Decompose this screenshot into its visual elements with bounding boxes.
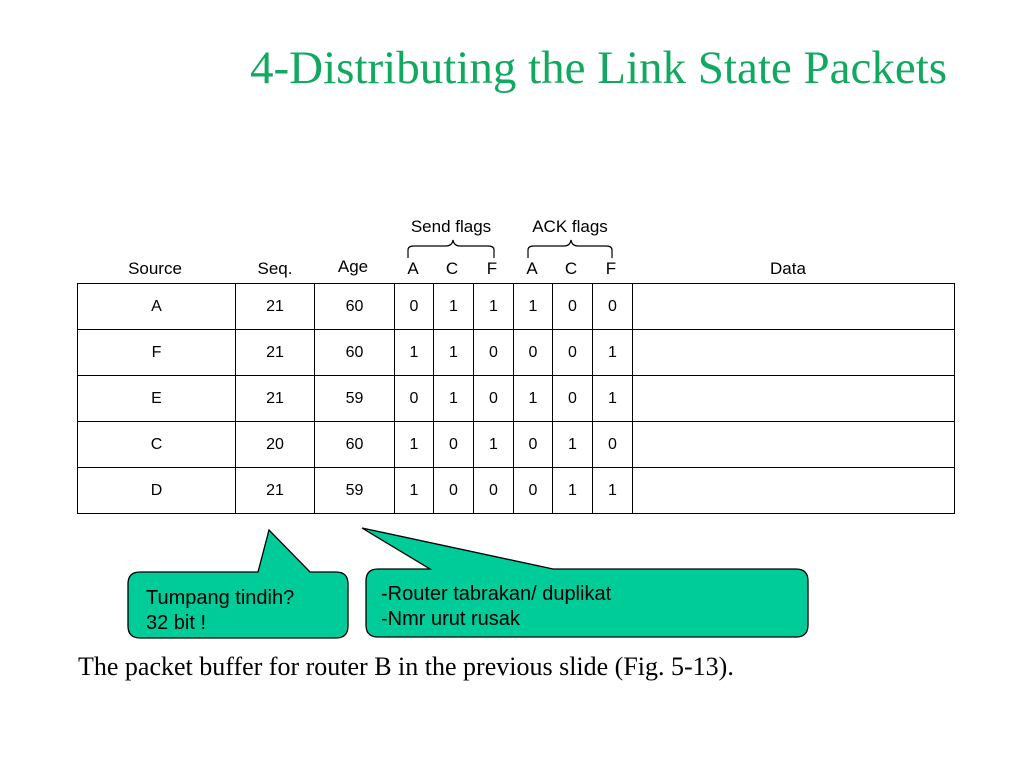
cell-seq: 21 xyxy=(235,467,315,514)
cell-age: 60 xyxy=(314,283,395,330)
cell-ack-c: 0 xyxy=(552,283,593,330)
col-header-source: Source xyxy=(128,259,182,278)
table-row: A 21 60 0 1 1 1 0 0 xyxy=(77,283,955,330)
cell-ack-a: 0 xyxy=(513,421,553,468)
table-row: C 20 60 1 0 1 0 1 0 xyxy=(77,421,955,468)
cell-source: A xyxy=(77,283,236,330)
cell-send-f: 1 xyxy=(473,421,514,468)
figure-caption: The packet buffer for router B in the pr… xyxy=(78,652,734,681)
seq-callout-shape xyxy=(127,528,349,639)
col-header-ack-c: C xyxy=(564,259,578,278)
col-header-seq: Seq. xyxy=(257,259,293,278)
cell-ack-a: 0 xyxy=(513,329,553,376)
col-header-send-f: F xyxy=(486,259,498,278)
cell-data xyxy=(632,467,955,514)
col-header-age: Age xyxy=(337,257,369,276)
cell-seq: 21 xyxy=(235,329,315,376)
cell-ack-f: 0 xyxy=(592,421,633,468)
cell-seq: 21 xyxy=(235,283,315,330)
send-flags-header: Send flags xyxy=(410,217,492,236)
cell-send-c: 0 xyxy=(433,467,474,514)
seq-callout-line2: 32 bit ! xyxy=(146,612,207,634)
age-callout-shape xyxy=(361,527,809,638)
cell-source: F xyxy=(77,329,236,376)
cell-ack-c: 1 xyxy=(552,421,593,468)
age-callout-line1: -Router tabrakan/ duplikat xyxy=(381,583,612,605)
cell-ack-a: 1 xyxy=(513,283,553,330)
col-header-send-c: C xyxy=(445,259,459,278)
table-row: F 21 60 1 1 0 0 0 1 xyxy=(77,329,955,376)
cell-age: 59 xyxy=(314,467,395,514)
cell-send-c: 0 xyxy=(433,421,474,468)
cell-send-c: 1 xyxy=(433,283,474,330)
col-header-send-a: A xyxy=(407,259,419,278)
cell-send-f: 0 xyxy=(473,375,514,422)
cell-send-a: 1 xyxy=(394,467,434,514)
cell-data xyxy=(632,283,955,330)
cell-ack-c: 1 xyxy=(552,467,593,514)
table-row: D 21 59 1 0 0 0 1 1 xyxy=(77,467,955,514)
slide-title: 4-Distributing the Link State Packets xyxy=(250,42,948,94)
age-callout-line2: -Nmr urut rusak xyxy=(381,608,520,630)
cell-send-f: 1 xyxy=(473,283,514,330)
cell-source: C xyxy=(77,421,236,468)
col-header-ack-f: F xyxy=(605,259,617,278)
cell-data xyxy=(632,329,955,376)
cell-ack-a: 1 xyxy=(513,375,553,422)
cell-send-a: 1 xyxy=(394,329,434,376)
cell-data xyxy=(632,421,955,468)
col-header-ack-a: A xyxy=(526,259,538,278)
col-header-data: Data xyxy=(770,259,806,278)
cell-send-a: 0 xyxy=(394,283,434,330)
cell-age: 60 xyxy=(314,329,395,376)
seq-callout-line1: Tumpang tindih? xyxy=(146,587,295,609)
cell-seq: 20 xyxy=(235,421,315,468)
packet-buffer-table: A 21 60 0 1 1 1 0 0 F 21 60 1 1 0 0 0 1 … xyxy=(77,283,955,514)
cell-source: D xyxy=(77,467,236,514)
ack-flags-header: ACK flags xyxy=(532,217,608,236)
cell-send-c: 1 xyxy=(433,375,474,422)
cell-send-f: 0 xyxy=(473,329,514,376)
